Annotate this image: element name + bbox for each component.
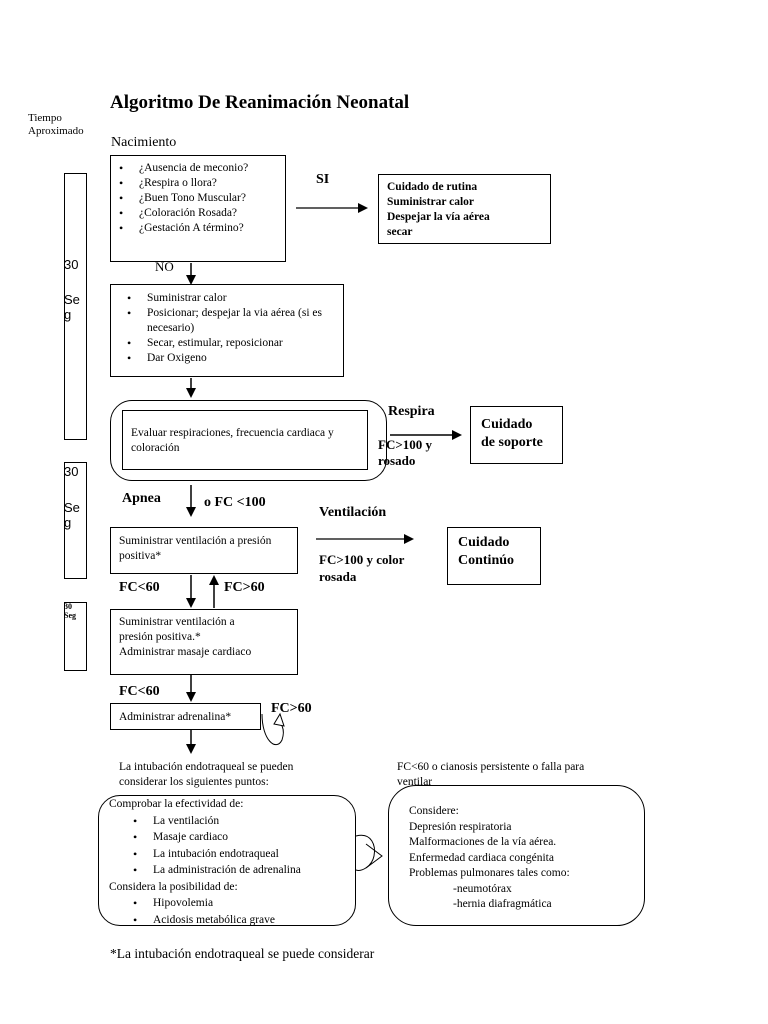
consider-box: Considere: Depresión respiratoria Malfor… xyxy=(388,785,645,926)
consider-box-heading: Considere: xyxy=(409,805,459,817)
time-bar-2-unit: Se g xyxy=(64,500,80,530)
birth-label: Nacimiento xyxy=(111,135,177,150)
continuous-care-box: Cuidado Continúo xyxy=(447,527,541,585)
consider-heading: Considera la posibilidad de: xyxy=(109,880,238,893)
routine-care-box: Cuidado de rutina Suministrar calor Desp… xyxy=(378,174,551,244)
label-respira: Respira xyxy=(388,404,435,419)
label-no: NO xyxy=(155,259,174,274)
time-bar-2 xyxy=(64,462,87,579)
label-fc100-rosado: FC>100 y rosado xyxy=(378,437,432,468)
persistent-note: FC<60 o cianosis persistente o falla par… xyxy=(397,761,585,788)
time-bar-3-label: 30 Seg xyxy=(64,602,86,620)
label-fc-lt60-a: FC<60 xyxy=(119,580,160,595)
consider-possibility-list: Hipovolemia Acidosis metabólica grave xyxy=(109,895,355,926)
arrow-to-consider xyxy=(355,834,375,871)
time-bar-3-value: 30 xyxy=(64,602,72,611)
check-item: La administración de adrenalina xyxy=(125,862,355,879)
question-item: ¿Respira o llora? xyxy=(111,176,285,191)
consider-sub-item: -neumotórax xyxy=(453,882,512,895)
initial-steps-box: Suministrar calor Posicionar; despejar l… xyxy=(110,284,344,377)
ppv-box: Suministrar ventilación a presión positi… xyxy=(110,527,298,574)
label-fc-lt100: o FC <100 xyxy=(204,495,266,510)
time-bar-2-value: 30 xyxy=(64,464,79,479)
page-title: Algoritmo De Reanimación Neonatal xyxy=(110,92,410,113)
label-si: SI xyxy=(316,172,330,187)
footnote: *La intubación endotraqueal se puede con… xyxy=(110,946,375,961)
time-bar-1 xyxy=(64,173,87,440)
consider-line: Enfermedad cardiaca congénita xyxy=(409,851,554,864)
time-bar-3-unit: Seg xyxy=(64,611,76,620)
initial-questions-list: ¿Ausencia de meconio? ¿Respira o llora? … xyxy=(111,161,285,236)
step-item: Suministrar calor xyxy=(119,291,337,306)
consider-line: Malformaciones de la vía aérea. xyxy=(409,836,557,848)
label-fc-gt60-a: FC>60 xyxy=(224,580,265,595)
step-item: Posicionar; despejar la via aérea (si es… xyxy=(119,306,337,336)
check-effectiveness-box: Comprobar la efectividad de: La ventilac… xyxy=(98,795,356,926)
consider-line: Depresión respiratoria xyxy=(409,820,512,833)
initial-questions-box: ¿Ausencia de meconio? ¿Respira o llora? … xyxy=(110,155,286,262)
question-item: ¿Buen Tono Muscular? xyxy=(111,191,285,206)
ppv-massage-box: Suministrar ventilación a presión positi… xyxy=(110,609,298,675)
label-fc-lt60-b: FC<60 xyxy=(119,684,160,699)
step-item: Dar Oxigeno xyxy=(119,351,337,366)
check-item: La ventilación xyxy=(125,813,355,830)
check-item: Masaje cardiaco xyxy=(125,829,355,846)
time-label: Tiempo Aproximado xyxy=(28,112,84,137)
question-item: ¿Gestación A término? xyxy=(111,221,285,236)
check-heading: Comprobar la efectividad de: xyxy=(109,798,244,810)
support-care-box: Cuidado de soporte xyxy=(470,406,563,464)
time-bar-1-unit: Se g xyxy=(64,292,80,322)
consider-sub-item: -hernia diafragmática xyxy=(453,898,552,910)
evaluate-box: Evaluar respiraciones, frecuencia cardia… xyxy=(122,410,368,470)
label-fc-gt60-b: FC>60 xyxy=(271,701,312,716)
adrenaline-box: Administrar adrenalina* xyxy=(110,703,261,730)
question-item: ¿Coloración Rosada? xyxy=(111,206,285,221)
time-bar-3 xyxy=(64,602,87,671)
check-item: La intubación endotraqueal xyxy=(125,846,355,863)
check-list: La ventilación Masaje cardiaco La intuba… xyxy=(109,813,355,879)
question-item: ¿Ausencia de meconio? xyxy=(111,161,285,176)
possibility-item: Acidosis metabólica grave xyxy=(125,912,355,926)
step-item: Secar, estimular, reposicionar xyxy=(119,336,337,351)
initial-steps-list: Suministrar calor Posicionar; despejar l… xyxy=(119,291,337,366)
consider-line: Problemas pulmonares tales como: xyxy=(409,867,570,879)
label-apnea: Apnea xyxy=(122,491,161,506)
intubation-note: La intubación endotraqueal se pueden con… xyxy=(119,761,294,788)
label-fc100-color: FC>100 y color rosada xyxy=(319,552,405,584)
time-bar-1-value: 30 xyxy=(64,257,79,272)
possibility-item: Hipovolemia xyxy=(125,895,355,912)
label-ventilacion: Ventilación xyxy=(319,505,387,520)
